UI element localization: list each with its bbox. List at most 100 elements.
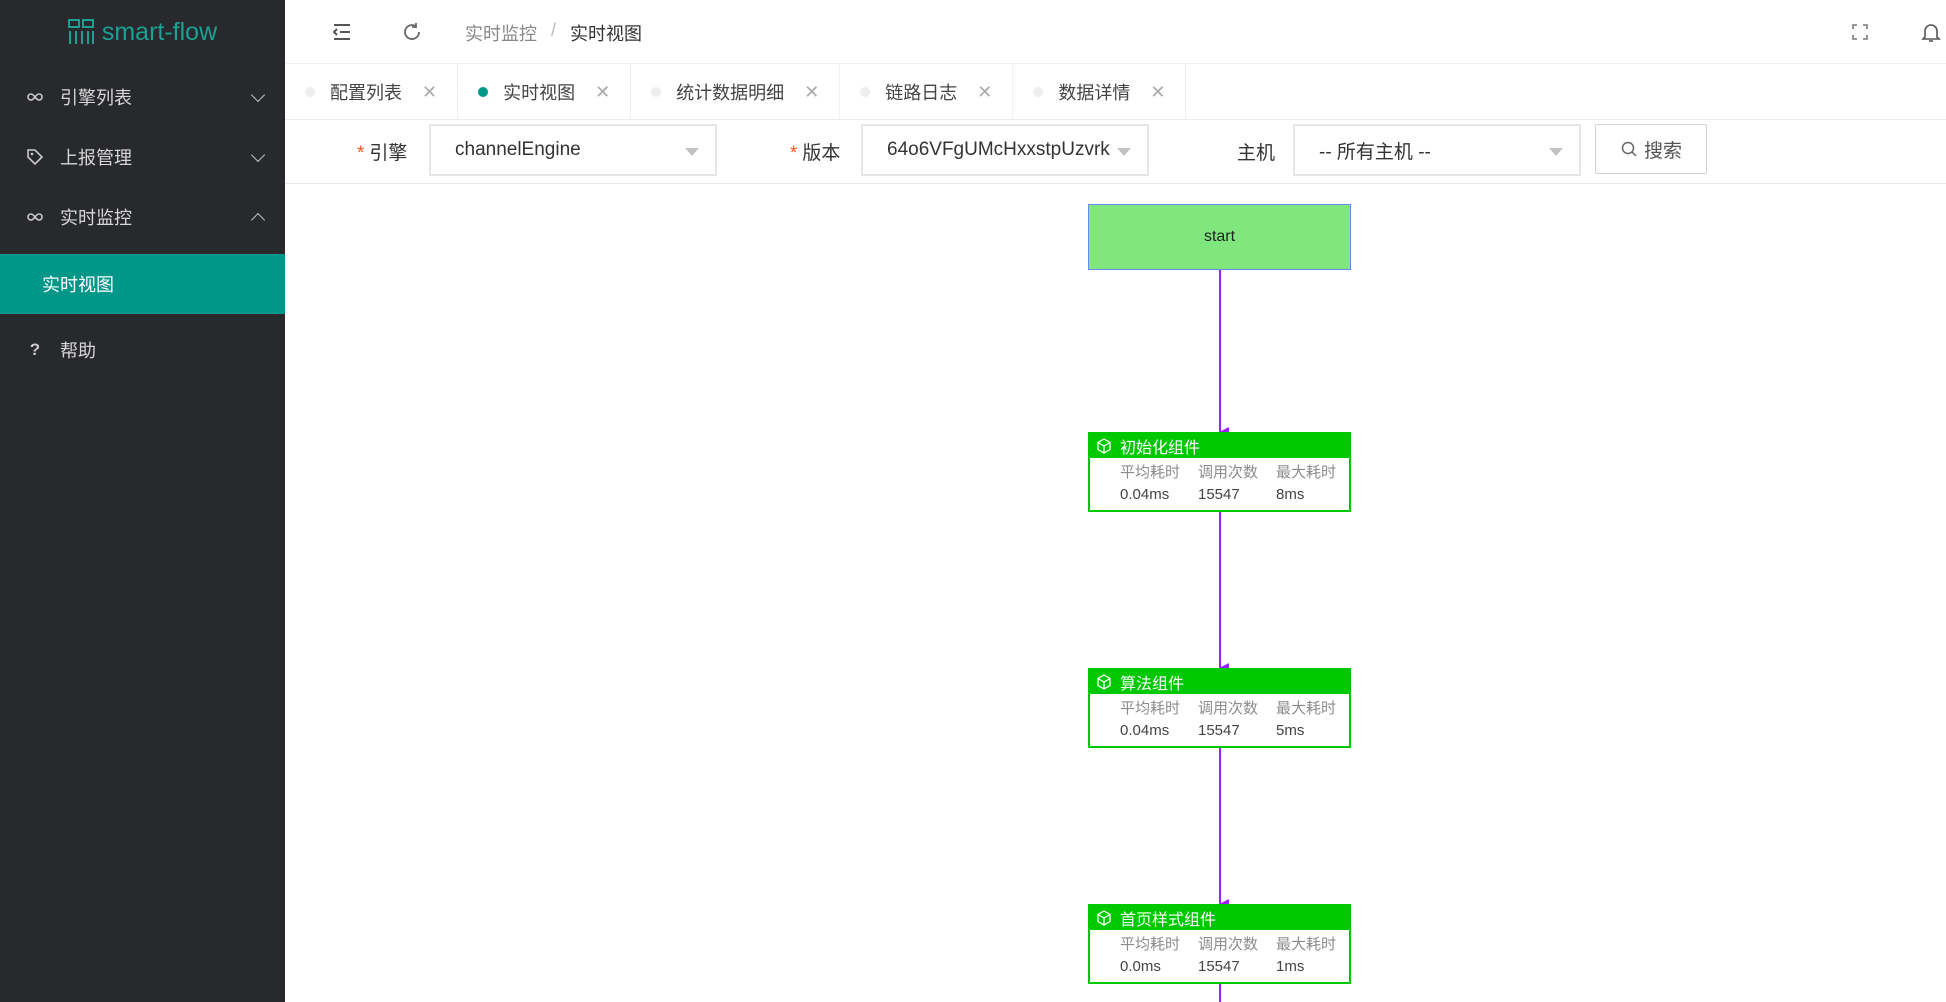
stat-value-avg: 0.04ms — [1120, 486, 1170, 503]
stat-header-max: 最大耗时 — [1276, 464, 1337, 481]
version-select-value: 64o6VFgUMcHxxstpUzvrk — [887, 139, 1110, 160]
search-button-label: 搜索 — [1643, 140, 1682, 162]
tab-label: 数据详情 — [1058, 83, 1131, 103]
sidebar-subitem-label: 实时视图 — [42, 275, 114, 295]
component-node-header: 算法组件 — [1090, 670, 1349, 694]
breadcrumb-current: 实时视图 — [570, 24, 643, 44]
cube-icon — [1097, 674, 1111, 690]
sidebar-item-label: 实时监控 — [60, 208, 132, 228]
search-button[interactable]: 搜索 — [1595, 124, 1707, 174]
tab-data-detail[interactable]: 数据详情 ✕ — [1013, 64, 1187, 120]
sidebar-item-label: 上报管理 — [60, 148, 132, 168]
sidebar: smart-flow 引擎列表 上报管理 实时监控 实时视图 — [0, 0, 285, 1002]
tab-status-dot — [651, 87, 662, 97]
question-icon: ? — [29, 340, 41, 359]
component-node-title: 首页样式组件 — [1120, 912, 1217, 929]
tag-icon — [26, 148, 44, 166]
grid-logo-icon — [67, 19, 94, 44]
search-icon — [1621, 141, 1637, 157]
breadcrumb-item[interactable]: 实时监控 — [465, 24, 537, 44]
close-icon[interactable]: ✕ — [977, 81, 993, 102]
stat-header-avg: 平均耗时 — [1120, 700, 1181, 717]
tab-bar: 配置列表 ✕ 实时视图 ✕ 统计数据明细 ✕ 链路日志 ✕ 数据详情 ✕ — [285, 64, 1946, 120]
stat-header-avg: 平均耗时 — [1120, 464, 1181, 481]
close-icon[interactable]: ✕ — [1150, 81, 1166, 102]
app-logo[interactable]: smart-flow — [0, 0, 285, 64]
breadcrumb-separator: / — [551, 20, 557, 40]
flow-component-node[interactable]: 算法组件 平均耗时 调用次数 最大耗时 0.04ms 15547 5ms — [1088, 668, 1351, 748]
tab-realtime-view[interactable]: 实时视图 ✕ — [458, 64, 632, 120]
tab-trace-log[interactable]: 链路日志 ✕ — [840, 64, 1014, 120]
stat-header-avg: 平均耗时 — [1120, 936, 1181, 953]
flow-component-node[interactable]: 首页样式组件 平均耗时 调用次数 最大耗时 0.0ms 15547 1ms — [1088, 904, 1351, 984]
caret-down-icon — [1117, 148, 1131, 156]
stat-header-max: 最大耗时 — [1276, 936, 1337, 953]
version-label: *版本 — [790, 143, 841, 164]
sidebar-item-label: 引擎列表 — [60, 88, 132, 108]
sidebar-item-help[interactable]: ? 帮助 — [0, 320, 285, 380]
tab-statistics-detail[interactable]: 统计数据明细 ✕ — [631, 64, 841, 120]
host-label: 主机 — [1237, 143, 1276, 164]
stat-value-max: 5ms — [1276, 722, 1305, 739]
component-node-stats: 平均耗时 调用次数 最大耗时 0.0ms 15547 1ms — [1090, 930, 1349, 978]
host-select[interactable]: -- 所有主机 -- — [1293, 124, 1581, 176]
flow-start-node[interactable]: start — [1088, 204, 1351, 270]
app-name: smart-flow — [101, 17, 218, 46]
flow-canvas: start 初始化组件 平均耗时 调用次数 最大耗时 0.04ms 15547 … — [285, 185, 1946, 1002]
tab-status-dot — [305, 87, 315, 97]
close-icon[interactable]: ✕ — [595, 81, 611, 102]
tab-label: 链路日志 — [885, 83, 958, 103]
stat-value-calls: 15547 — [1198, 486, 1240, 503]
link-icon — [26, 208, 44, 226]
flow-component-node[interactable]: 初始化组件 平均耗时 调用次数 最大耗时 0.04ms 15547 8ms — [1088, 432, 1351, 512]
refresh-icon[interactable] — [400, 20, 424, 44]
stat-header-max: 最大耗时 — [1276, 700, 1337, 717]
close-icon[interactable]: ✕ — [804, 81, 820, 102]
stat-header-calls: 调用次数 — [1198, 464, 1259, 481]
bell-icon[interactable] — [1919, 20, 1943, 44]
fullscreen-icon[interactable] — [1848, 20, 1872, 44]
component-node-title: 初始化组件 — [1120, 440, 1201, 457]
sidebar-item-engine-list[interactable]: 引擎列表 — [0, 67, 285, 127]
component-node-stats: 平均耗时 调用次数 最大耗时 0.04ms 15547 8ms — [1090, 458, 1349, 506]
cube-icon — [1097, 910, 1111, 926]
chevron-down-icon — [250, 87, 266, 103]
stat-value-calls: 15547 — [1198, 958, 1240, 975]
required-mark: * — [790, 143, 798, 164]
tab-status-dot — [860, 87, 871, 97]
stat-value-avg: 0.0ms — [1120, 958, 1161, 975]
sidebar-nav: 引擎列表 上报管理 实时监控 实时视图 ? 帮助 — [0, 67, 285, 380]
tab-config-list[interactable]: 配置列表 ✕ — [285, 64, 459, 120]
top-header: 实时监控 / 实时视图 — [285, 0, 1946, 64]
host-select-value: -- 所有主机 -- — [1319, 141, 1431, 163]
stat-header-calls: 调用次数 — [1198, 936, 1259, 953]
required-mark: * — [357, 143, 365, 164]
sidebar-subitem-realtime-view[interactable]: 实时视图 — [0, 254, 285, 314]
close-icon[interactable]: ✕ — [422, 81, 438, 102]
chevron-down-icon — [250, 147, 266, 163]
tab-label: 统计数据明细 — [676, 83, 785, 103]
engine-label: *引擎 — [357, 143, 408, 164]
filter-bar: *引擎 channelEngine *版本 64o6VFgUMcHxxstpUz… — [285, 120, 1946, 184]
tab-status-dot — [478, 87, 489, 97]
version-select[interactable]: 64o6VFgUMcHxxstpUzvrk — [861, 124, 1149, 176]
caret-down-icon — [685, 148, 699, 156]
flow-edges — [1219, 270, 1229, 1002]
tab-label: 实时视图 — [503, 83, 576, 103]
breadcrumb: 实时监控 / 实时视图 — [465, 20, 642, 46]
component-node-header: 初始化组件 — [1090, 434, 1349, 458]
stat-value-max: 8ms — [1276, 486, 1305, 503]
stat-header-calls: 调用次数 — [1198, 700, 1259, 717]
engine-select[interactable]: channelEngine — [429, 124, 717, 176]
chevron-up-icon — [250, 212, 266, 228]
link-icon — [26, 88, 44, 106]
component-node-header: 首页样式组件 — [1090, 906, 1349, 930]
engine-select-value: channelEngine — [455, 139, 581, 160]
sidebar-item-report-management[interactable]: 上报管理 — [0, 127, 285, 187]
sidebar-item-realtime-monitor[interactable]: 实时监控 — [0, 187, 285, 247]
collapse-menu-icon[interactable] — [330, 20, 354, 44]
component-node-title: 算法组件 — [1120, 676, 1185, 693]
cube-icon — [1097, 438, 1111, 454]
start-node-label: start — [1203, 228, 1236, 245]
stat-value-max: 1ms — [1276, 958, 1305, 975]
